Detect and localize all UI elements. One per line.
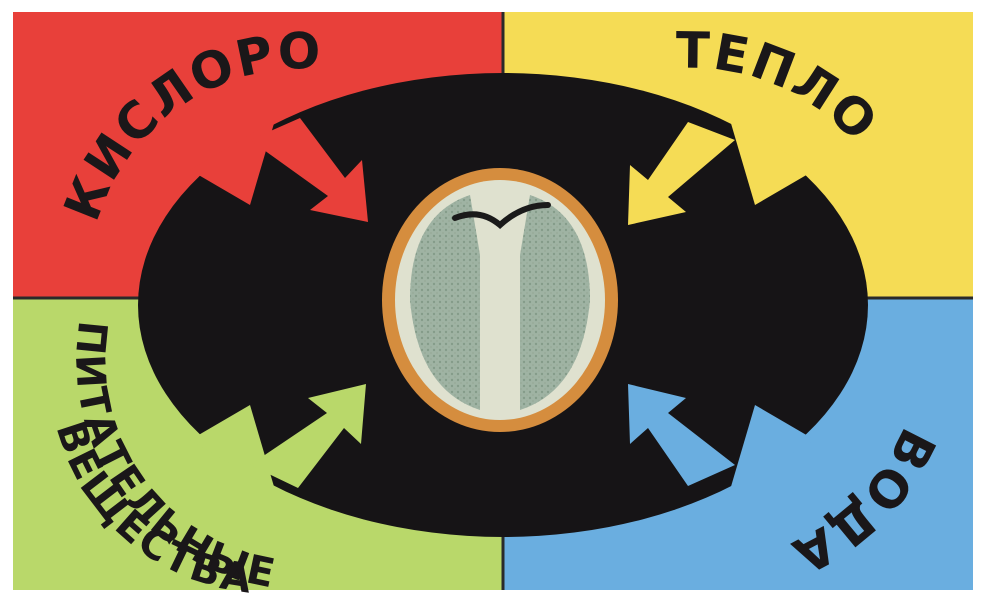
seed-cross-section-icon <box>382 168 618 432</box>
